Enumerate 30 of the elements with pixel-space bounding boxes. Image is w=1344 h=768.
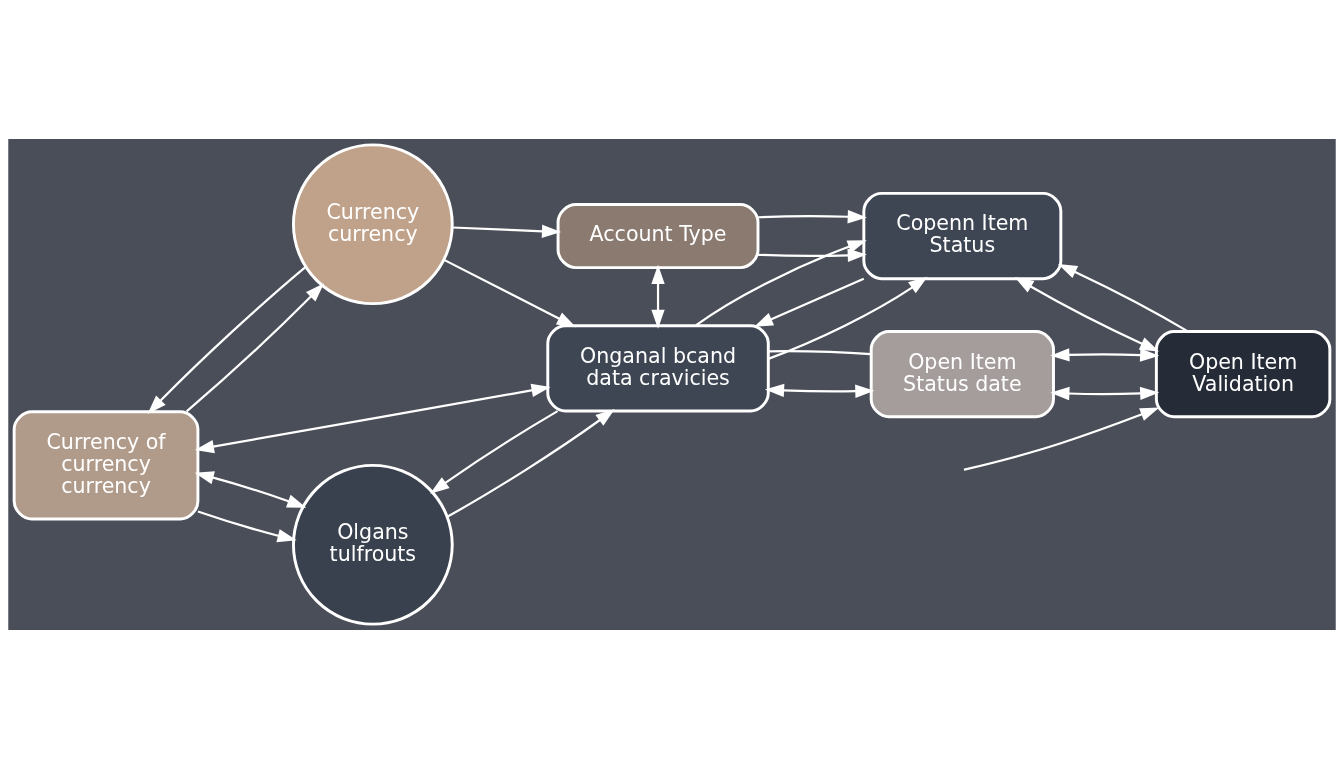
arrow	[194, 470, 307, 508]
arrow	[194, 383, 551, 453]
arrow	[758, 209, 867, 223]
arrow	[1050, 347, 1160, 362]
arrow	[767, 276, 928, 360]
arrow	[1057, 263, 1189, 332]
arrow	[443, 258, 576, 327]
arrow	[1050, 386, 1160, 400]
node-box: Currency of currency currency	[12, 409, 200, 520]
node-box: Account Type	[556, 202, 760, 269]
node-box: Open Item Status date	[869, 329, 1055, 418]
node-box: Copenn Item Status	[862, 191, 1063, 280]
arrow	[147, 265, 307, 414]
arrow	[764, 383, 875, 398]
arrow	[1014, 276, 1160, 351]
arrow	[758, 248, 867, 262]
arrow	[185, 282, 325, 412]
node-circle: Currency currency	[292, 142, 454, 305]
node-box: Open Item Validation	[1154, 329, 1332, 418]
arrow	[651, 264, 665, 329]
connector	[768, 349, 872, 355]
arrow	[753, 277, 865, 327]
arrow	[430, 409, 559, 494]
arrow	[452, 224, 562, 238]
arrow	[695, 239, 867, 326]
arrow	[197, 509, 297, 542]
arrow	[963, 407, 1160, 471]
arrow	[447, 408, 615, 517]
node-box: Onganal bcand data cravicies	[546, 323, 770, 412]
node-circle: Olgans tulfrouts	[292, 463, 454, 626]
